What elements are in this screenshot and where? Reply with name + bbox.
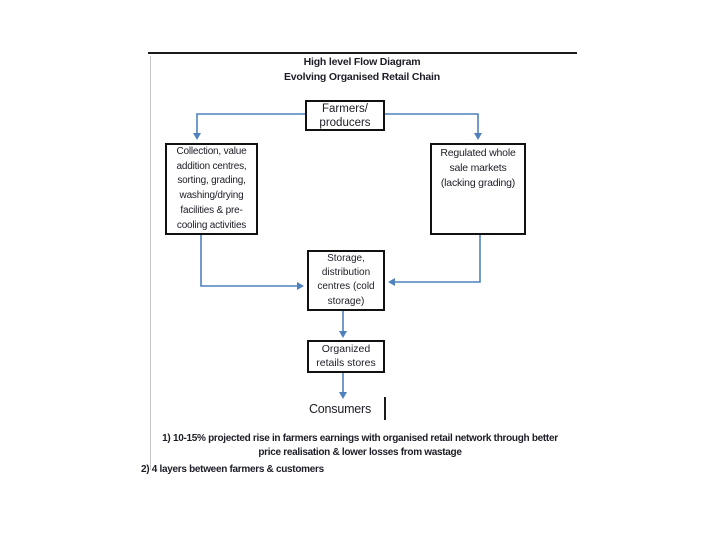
connector-farmers-to-wholesale	[385, 113, 482, 140]
connector-storage-to-organized	[339, 311, 347, 338]
node-storage-distribution-centres[interactable]: Storage, distribution centres (cold stor…	[307, 250, 385, 311]
connector-farmers-to-collection	[193, 113, 305, 140]
footnote-projected-rise: 1) 10-15% projected rise in farmers earn…	[162, 433, 558, 458]
connector-wholesale-to-storage	[388, 235, 481, 286]
node-consumers-label[interactable]: Consumers	[308, 402, 372, 416]
node-regulated-wholesale-markets[interactable]: Regulated whole sale markets (lacking gr…	[430, 143, 526, 235]
consumers-text-cursor-bar	[384, 397, 386, 420]
diagram-title: High level Flow Diagram Evolving Organis…	[283, 56, 440, 83]
connector-organized-to-consumers	[339, 373, 347, 399]
node-organized-retail-stores[interactable]: Organized retails stores	[307, 340, 385, 373]
content-frame-left-border	[150, 56, 151, 470]
node-collection-centres[interactable]: Collection, value addition centres, sort…	[165, 143, 258, 235]
connector-collection-to-storage	[200, 235, 304, 290]
footnote-layers: 2) 4 layers between farmers & customers	[141, 464, 324, 475]
top-horizontal-rule	[148, 52, 577, 54]
node-farmers-producers[interactable]: Farmers/ producers	[305, 100, 385, 131]
